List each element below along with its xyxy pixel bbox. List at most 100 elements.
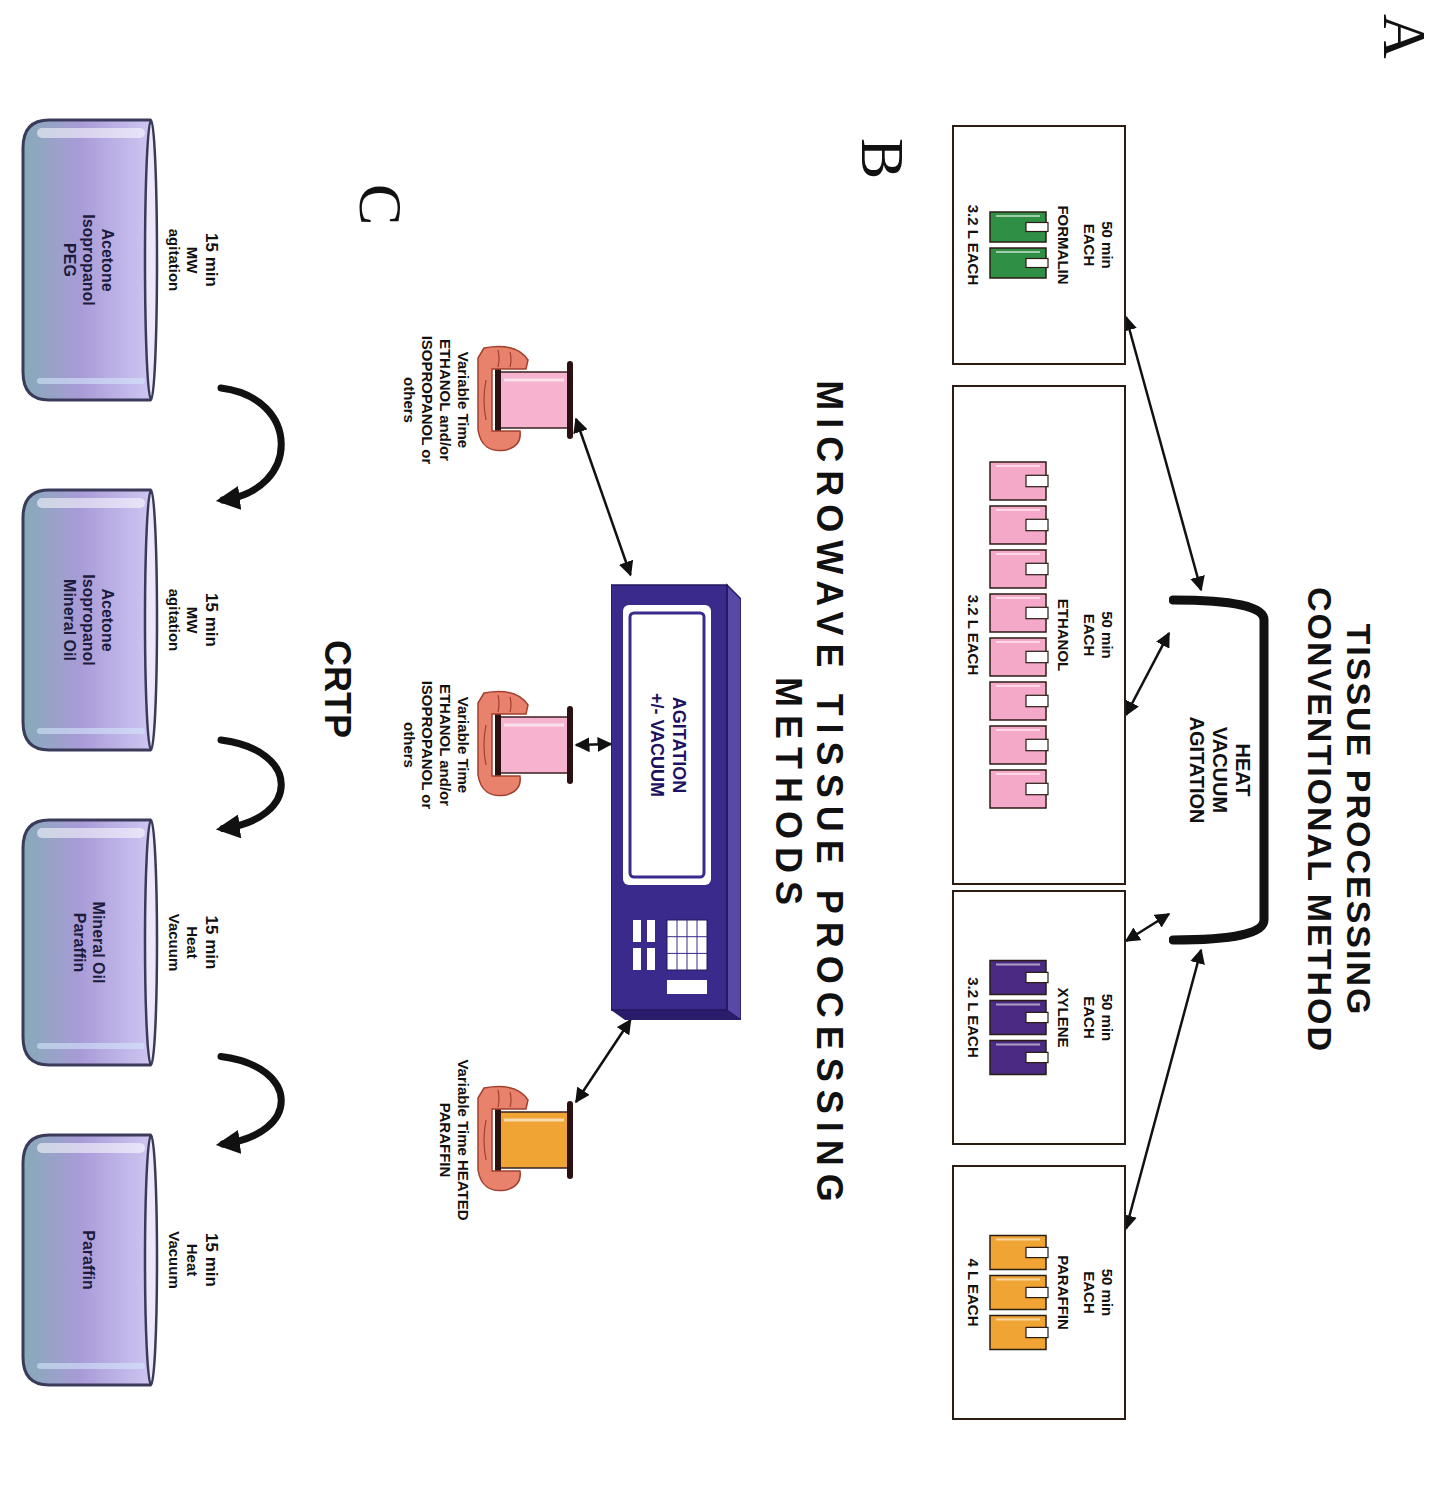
reagent-jar (17, 800, 161, 1085)
section-title: TISSUE PROCESSING CONVENTIONAL METHOD (1300, 560, 1378, 1080)
reagent-name: PARAFFIN (1054, 1255, 1072, 1330)
hand (478, 692, 528, 796)
oven-setting: AGITATION +/- VACUUM (645, 688, 688, 803)
jar-highlight (37, 498, 145, 508)
jar-body (23, 490, 151, 750)
beaker-node: Variable Time ETHANOL and/or ISOPROPANOL… (400, 305, 576, 495)
bath-slot (1026, 1012, 1048, 1022)
jar-highlight (37, 378, 145, 384)
bath-shine (996, 1279, 1040, 1281)
bath-shine (996, 641, 1040, 643)
finger-line (510, 697, 511, 712)
beaker-rim (495, 1104, 501, 1176)
bath-shine (996, 964, 1040, 966)
bath-slot (1026, 1052, 1048, 1062)
bath-shine (996, 1319, 1040, 1321)
bath-shine (996, 1044, 1040, 1046)
volume-label: 4 L EACH (964, 1258, 982, 1326)
jar-highlight (37, 1363, 145, 1369)
time-label: 50 min EACH (1080, 600, 1116, 670)
label-wrap: B (847, 138, 918, 179)
bath-slot (1026, 1287, 1048, 1297)
bracket-node: HEAT VACUUM AGITATION (1169, 590, 1276, 950)
beaker-shine (504, 379, 564, 382)
bath-slot (1026, 563, 1048, 574)
keypad-line (687, 920, 688, 970)
bath-shine (996, 465, 1040, 467)
oven-window-area: AGITATION +/- VACUUM (632, 615, 702, 875)
process-conditions: HEAT VACUUM AGITATION (1185, 708, 1254, 833)
volume-label: 3.2 L EACH (964, 977, 982, 1058)
jar-body (23, 1135, 151, 1385)
process-box: 50 min EACH ETHANOL 3.2 L EACH (952, 385, 1126, 885)
hand-held-beaker (476, 650, 576, 840)
beaker (498, 1112, 570, 1168)
jar-rim (145, 120, 157, 400)
finger-line (510, 352, 511, 367)
curved-arrow (221, 388, 281, 500)
step-conditions: Heat Vacuum (165, 1220, 201, 1300)
reagent-note: Variable Time ETHANOL and/or ISOPROPANOL… (400, 315, 472, 485)
hand-held-beaker (476, 1045, 576, 1235)
oven-window (623, 605, 711, 885)
bath-slot (1026, 972, 1048, 982)
time-label: 50 min EACH (1080, 210, 1116, 280)
connector-arrow (1126, 633, 1169, 715)
bath-shine (996, 553, 1040, 555)
beaker-rim (495, 709, 501, 781)
hand (478, 347, 528, 451)
oven-side (611, 1010, 741, 1020)
bath-shine (996, 251, 1040, 253)
hand-held-beaker (476, 305, 576, 495)
bath-slot (1026, 783, 1048, 794)
beaker-node: Variable Time HEATED PARAFFIN (436, 1045, 576, 1235)
bracket-line (1173, 600, 1264, 940)
curved-arrow (221, 740, 281, 829)
oven-body (611, 585, 727, 1010)
keypad-line (697, 920, 698, 970)
finger-line (484, 725, 486, 765)
keypad-line (667, 953, 707, 954)
jar-body (23, 120, 151, 400)
jar-highlight (37, 728, 145, 734)
bath-slot (1026, 519, 1048, 530)
step-time: 15 min (201, 916, 221, 970)
connector-arrow (576, 419, 631, 575)
jar-area: Acetone Isopropanol PEG (17, 100, 161, 420)
beaker-node: 15 minHeat VacuumParaffin (17, 1115, 221, 1405)
process-box: 50 min EACHXYLENE3.2 L EACH (952, 890, 1126, 1145)
oven-button (647, 948, 655, 970)
beaker-rim (495, 364, 501, 436)
process-box: 50 min EACHFORMALIN3.2 L EACH (952, 125, 1126, 365)
volume-label: 3.2 L EACH (964, 595, 982, 676)
step-conditions: MW agitation (165, 220, 201, 300)
finger-line (510, 1092, 511, 1107)
reagent-baths (986, 395, 1050, 875)
jar-highlight (37, 1143, 145, 1153)
bath-shine (996, 685, 1040, 687)
beaker-node: 15 minMW agitationAcetone Isopropanol PE… (17, 100, 221, 420)
step-time: 15 min (201, 593, 221, 647)
beaker-rim (567, 1104, 573, 1176)
jar-highlight (37, 128, 145, 138)
step-time: 15 min (201, 1233, 221, 1287)
oven-button (633, 948, 641, 970)
bath-shine (996, 215, 1040, 217)
time-label: 50 min EACH (1080, 983, 1116, 1053)
oven-button (647, 920, 655, 942)
bath-shine (996, 1239, 1040, 1241)
finger-line (484, 380, 486, 420)
keypad-line (667, 936, 707, 937)
bath-shine (996, 1004, 1040, 1006)
reagent-name: ETHANOL (1054, 599, 1072, 672)
oven-window-frame (630, 613, 704, 877)
beaker (498, 717, 570, 773)
finger-line (498, 350, 499, 367)
step-conditions: Heat Vacuum (165, 903, 201, 983)
connector-arrow (1126, 317, 1201, 590)
reagent-note: Variable Time ETHANOL and/or ISOPROPANOL… (400, 660, 472, 830)
oven-button (633, 920, 641, 942)
jar-area: Paraffin (17, 1115, 161, 1405)
bath-slot (1026, 223, 1048, 232)
beaker-node: 15 minMW agitationAcetone Isopropanol Mi… (17, 470, 221, 770)
